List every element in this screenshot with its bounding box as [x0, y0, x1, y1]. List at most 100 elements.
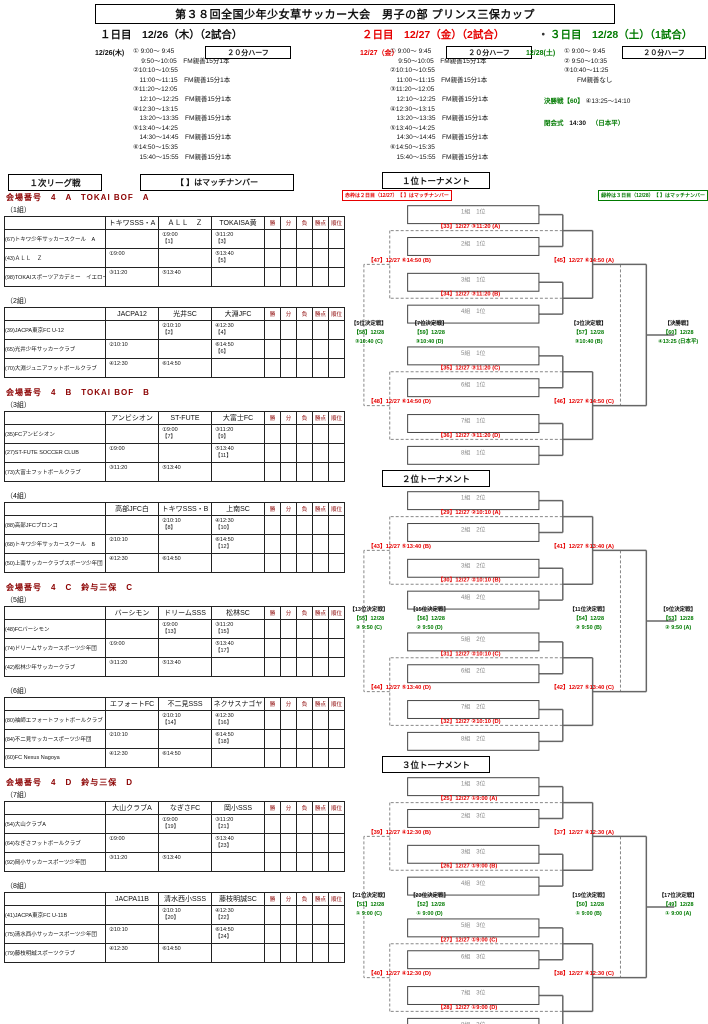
bracket-entry-label: 2組 1位: [461, 239, 486, 247]
match-time: ④12:30: [215, 323, 234, 329]
schedule-line: ④12:30～13:15: [390, 105, 435, 113]
schedule-line: 9:50～10:05 FM親善15分1本: [133, 57, 230, 65]
result-cell: [328, 320, 345, 340]
placement-num-date: 【59】12/28: [414, 328, 445, 336]
result-header: 順位: [328, 307, 345, 321]
result-cell: [328, 248, 345, 268]
match-time: ①9:00: [109, 836, 125, 842]
placement-time-venue: ② 9:50 (B): [576, 624, 602, 631]
placement-title: 【11位決定戦】: [569, 605, 608, 613]
bracket-entry-label: 8組 2位: [461, 734, 486, 742]
result-cell: [264, 619, 281, 639]
bracket-entry-label: 5組 3位: [461, 921, 486, 929]
bracket-entry-box: [407, 876, 540, 896]
result-cell: [296, 358, 313, 378]
match-cell: ⑤13:40: [158, 852, 212, 872]
qf-match-label: 【34】12/27 ③11:20 (B): [437, 290, 500, 298]
match-cell: ②10:10: [105, 924, 159, 944]
result-cell: [264, 852, 281, 872]
result-cell: [264, 267, 281, 287]
placement-title: 【9位決定戦】: [660, 605, 696, 613]
bracket-entry-box: [407, 304, 540, 324]
bracket-entry-label: 8組 3位: [461, 1020, 486, 1024]
bracket-entry-box: [407, 445, 540, 465]
result-cell: [328, 339, 345, 359]
schedule-line: ③11:20～12:05: [390, 86, 435, 94]
opponent-header: 上南SC: [211, 502, 265, 516]
result-header: 分: [280, 216, 297, 230]
bracket-entry-label: 8組 1位: [461, 448, 486, 456]
result-cell: [296, 462, 313, 482]
final-match-label: 決勝戦【60】: [544, 98, 584, 106]
match-time: ⑥14:50: [215, 732, 234, 738]
team-name: (92)岡小サッカースポーツ少年団: [4, 852, 106, 872]
result-cell: [296, 833, 313, 853]
result-header: 分: [280, 502, 297, 516]
result-header: 勝点: [312, 801, 329, 815]
match-cell: ⑥14:50: [158, 553, 212, 573]
half-duration-box: ２０分ハーフ: [622, 46, 706, 59]
bracket-entry-box: [407, 237, 540, 256]
match-time: ⑤13:40: [215, 251, 234, 257]
schedule-line: 13:20～13:35 FM親善15分1本: [133, 115, 232, 123]
match-time: ⑥14:50: [162, 361, 181, 367]
result-header: 分: [280, 307, 297, 321]
match-number: 【8】: [162, 525, 177, 531]
result-cell: [312, 267, 329, 287]
result-cell: [296, 553, 313, 573]
tournament-3-label: ３位トーナメント: [382, 756, 490, 773]
opponent-header: 松林SC: [211, 606, 265, 620]
bracket-entry-label: 4組 1位: [461, 307, 486, 315]
placement-time-venue: ① 9:00 (B): [576, 911, 602, 917]
schedule-line: ② 9:50～10:35: [564, 57, 608, 65]
match-cell: ①9:00【7】: [158, 424, 212, 444]
match-cell: [158, 638, 212, 658]
placement-title: 【5位決定戦】: [351, 319, 387, 327]
tournament-1-label: １位トーナメント: [382, 172, 490, 189]
result-cell: [280, 852, 297, 872]
result-cell: [296, 852, 313, 872]
match-number: 【14】: [162, 720, 180, 726]
group-label: （5組）: [6, 597, 31, 604]
match-number: 【16】: [215, 720, 233, 726]
opponent-header: 大淵JFC: [211, 307, 265, 321]
match-time: ②10:10: [162, 908, 181, 914]
match-cell: [105, 710, 159, 730]
placement-num-date: 【55】12/28: [353, 614, 384, 622]
result-header: 負: [296, 307, 313, 321]
day3-header: ３日目 12/28（土）（1試合）: [550, 29, 693, 41]
match-cell: ④12:30: [105, 748, 159, 768]
match-time: ①9:00: [162, 427, 178, 433]
result-cell: [264, 905, 281, 925]
placement-num-date: 【50】12/28: [573, 900, 604, 908]
group-label: （4組）: [6, 493, 31, 500]
match-cell: [105, 229, 159, 249]
result-header: 負: [296, 411, 313, 425]
match-time: ②10:10: [109, 732, 128, 738]
match-cell: ④12:30【16】: [211, 710, 265, 730]
qf-match-label: 【36】12/27 ③11:20 (D): [437, 431, 500, 439]
result-cell: [264, 229, 281, 249]
result-header: 勝: [264, 502, 281, 516]
match-cell: [211, 267, 265, 287]
bracket-entry-label: 7組 3位: [461, 989, 486, 997]
result-cell: [312, 515, 329, 535]
opponent-header: ネクサスナゴヤ: [211, 697, 265, 711]
venue-heading: 会場番号 4 B TOKAI BOF B: [6, 388, 150, 397]
day2-header: ２日目 12/27（金）（2試合）: [362, 29, 505, 41]
result-cell: [264, 657, 281, 677]
match-time: ⑤13:40: [215, 446, 234, 452]
result-header: 勝: [264, 606, 281, 620]
match-number-note: 【 】はマッチナンバー: [140, 174, 294, 191]
result-cell: [312, 462, 329, 482]
result-cell: [280, 924, 297, 944]
schedule-date-label: 12/26(木): [95, 50, 125, 57]
team-name: (80)袖師エフォートフットボールクラブ: [4, 710, 106, 730]
match-cell: ⑥14:50: [158, 358, 212, 378]
